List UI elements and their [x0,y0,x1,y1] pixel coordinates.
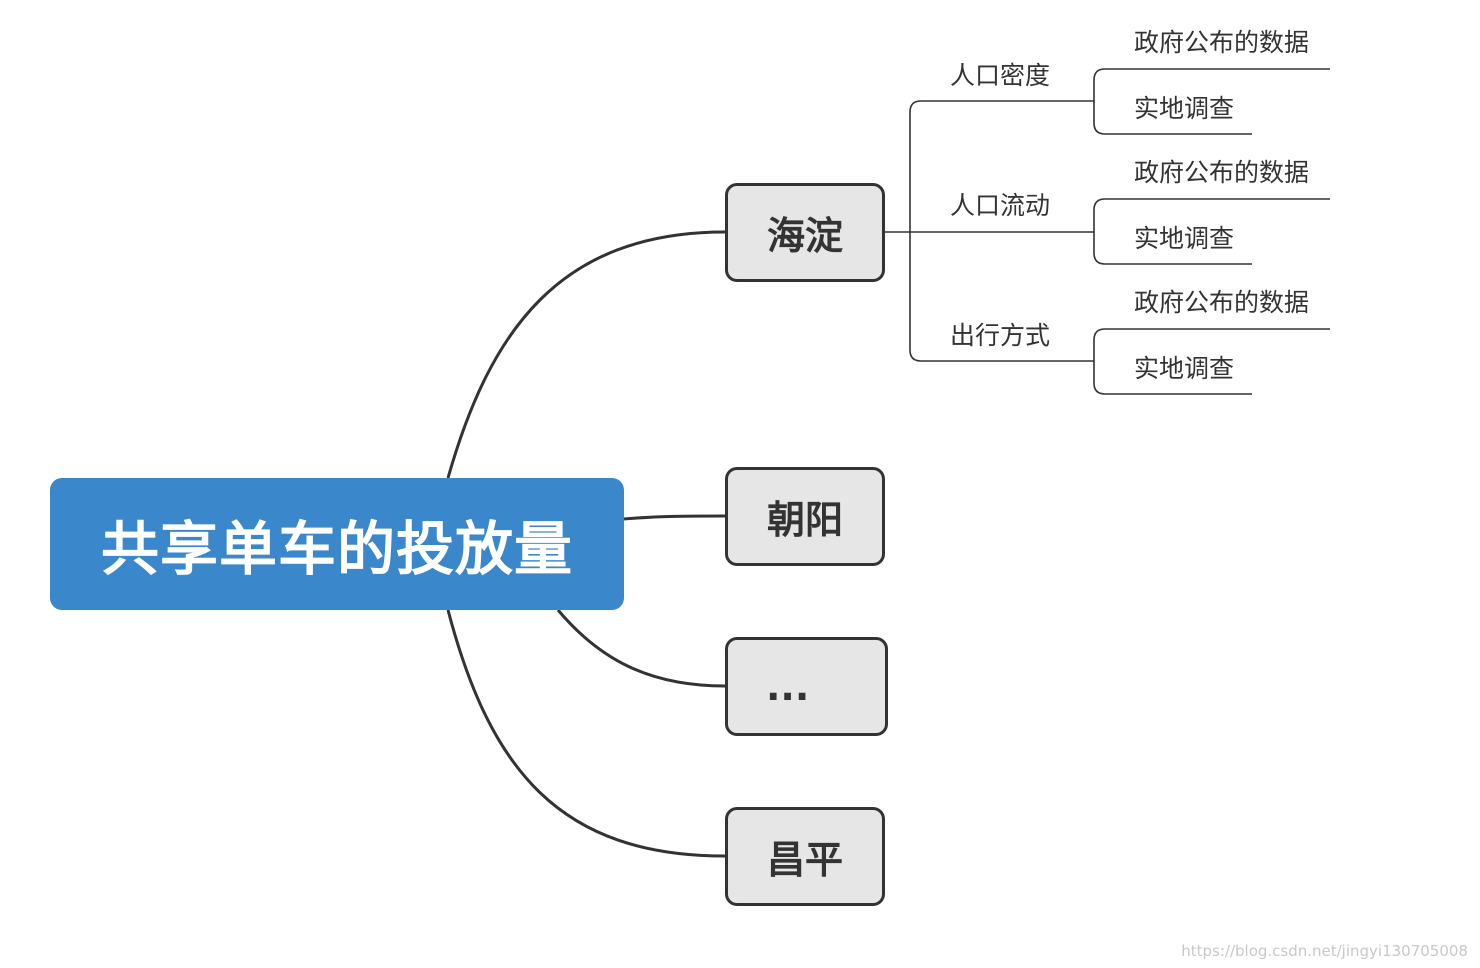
subtopic-population-flow[interactable]: 人口流动 [950,191,1051,220]
leaf-flow-gov-data[interactable]: 政府公布的数据 [1134,158,1310,187]
leaf-density-field-survey[interactable]: 实地调查 [1134,94,1235,123]
leaf-density-gov-data[interactable]: 政府公布的数据 [1134,28,1310,57]
leaf-travel-field-survey[interactable]: 实地调查 [1134,354,1235,383]
subtopic-travel-mode[interactable]: 出行方式 [950,321,1051,350]
connector-root-haidian [446,230,726,479]
watermark: https://blog.csdn.net/jingyi130705008 [1181,942,1468,960]
subtopic-population-density[interactable]: 人口密度 [950,61,1051,90]
leaf-flow-field-survey[interactable]: 实地调查 [1134,224,1235,253]
branch-changping-label: 昌平 [766,838,843,882]
branch-more-label: ... [766,664,810,709]
connector-density-leaves [1093,68,1330,135]
connector-flow-leaves [1093,198,1330,265]
connector-root-chaoyang [623,514,726,521]
branch-haidian-label: 海淀 [766,214,843,258]
connector-travel-leaves [1093,328,1330,395]
root-topic-label: 共享单车的投放量 [100,515,573,583]
branch-haidian[interactable]: 海淀 [725,183,885,282]
root-topic[interactable]: 共享单车的投放量 [50,478,624,610]
connector-haidian-bracket [909,100,1094,362]
connector-root-more [556,609,726,688]
branch-chaoyang[interactable]: 朝阳 [725,467,885,566]
branch-more[interactable]: ... [725,637,888,736]
branch-changping[interactable]: 昌平 [725,807,885,906]
leaf-travel-gov-data[interactable]: 政府公布的数据 [1134,288,1310,317]
branch-chaoyang-label: 朝阳 [766,498,843,542]
connector-root-changping [446,609,726,858]
